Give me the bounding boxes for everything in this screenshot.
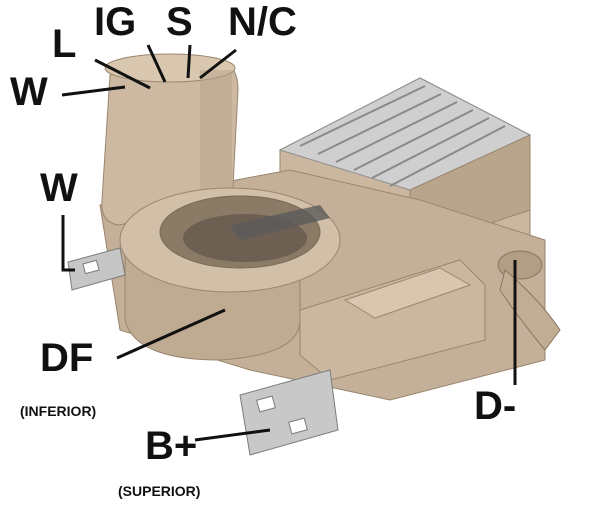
label-l: L <box>52 22 77 66</box>
b-plus-bracket-hole-2 <box>288 417 308 435</box>
d-minus-post <box>497 250 543 280</box>
leader-df <box>116 308 226 360</box>
label-ig: IG <box>94 0 137 44</box>
connector-tube-shade <box>200 70 232 210</box>
leader-w-side <box>61 215 75 272</box>
leader-w-top <box>61 85 126 97</box>
leader-s <box>186 44 192 79</box>
front-block-top <box>343 267 472 319</box>
b-plus-bracket <box>239 369 339 456</box>
leader-lines <box>61 44 517 442</box>
label-nc: N/C <box>228 0 297 44</box>
leader-ig <box>146 44 167 83</box>
label-df: DF <box>40 336 94 380</box>
label-s: S <box>166 0 193 44</box>
label-w-top: W <box>10 70 48 114</box>
leader-nc <box>199 48 237 80</box>
b-plus-bracket-hole-1 <box>256 395 276 413</box>
heatsink-fins <box>299 85 506 187</box>
label-b-plus: B+ <box>145 424 198 468</box>
label-df-note: (INFERIOR) <box>20 403 97 419</box>
w-bracket-hole <box>82 259 100 275</box>
df-socket-brush <box>230 205 330 240</box>
leader-b-plus <box>194 428 271 442</box>
label-w-side: W <box>40 166 78 210</box>
leader-l <box>94 58 151 90</box>
label-b-plus-note: (SUPERIOR) <box>118 483 201 499</box>
label-d-minus: D- <box>474 384 517 428</box>
